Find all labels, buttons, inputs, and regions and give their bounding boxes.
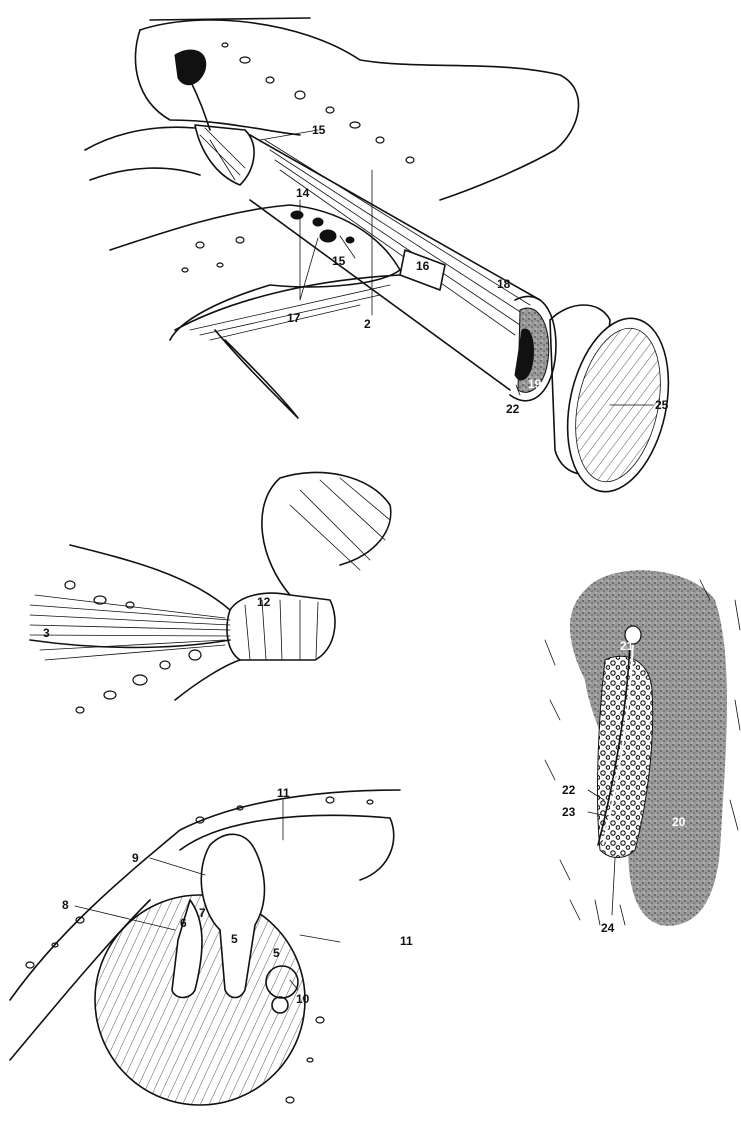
top-edge-line [150,18,310,20]
fig-b-nerve-fibres [30,595,230,660]
figure-b-canal-twist: 12 3 [30,472,391,713]
label-11-right: 11 [400,934,413,948]
label-24: 24 [601,921,615,935]
label-8: 8 [62,898,69,912]
membrane-striations [200,128,245,180]
styloid-spike [215,330,298,418]
auricle-upper-edge [85,127,195,150]
label-14: 14 [296,186,310,200]
label-7: 7 [199,906,206,920]
label-5-right: 5 [273,946,280,960]
label-9: 9 [132,851,139,865]
bone-porosity-top [222,43,414,163]
label-22-right: 22 [562,783,576,797]
label-16: 16 [416,259,430,273]
fig-b-lower-bone-edge [175,660,240,700]
leader-9 [150,858,205,875]
label-15-mid: 15 [332,254,346,268]
temporal-bone-outline [140,20,579,200]
label-11-top: 11 [277,786,290,800]
figure-a-ear-canal-cross-section: 15 14 15 16 18 17 2 22 25 19 [85,18,683,501]
fig-b-bulb-hatch [290,478,390,570]
label-15-top: 15 [312,123,326,137]
label-5-left: 5 [231,932,238,946]
leader-24 [612,858,615,915]
label-18: 18 [497,277,511,291]
label-22-top: 22 [506,402,520,416]
label-10: 10 [296,992,310,1006]
figure-c-tympanic-cavity: 11 9 8 7 6 5 5 11 10 [10,786,413,1105]
label-17: 17 [287,311,301,325]
label-3: 3 [43,626,50,640]
auricle-lower-edge [90,168,200,180]
lower-bone-block [110,205,400,340]
leader-11-right [300,935,340,942]
ossicle-handle [190,80,210,130]
canal-fibres [265,140,530,335]
label-6: 6 [180,916,187,930]
label-19: 19 [528,377,542,391]
fig-b-bulb-outline [262,472,391,595]
label-23: 23 [562,805,576,819]
figure-d-gland-section: 21 22 23 20 24 [545,570,740,935]
label-21: 21 [620,639,634,653]
label-20: 20 [672,815,686,829]
label-2: 2 [364,317,371,331]
tympanic-cavity-outline [135,30,300,135]
fig-b-canal-rings [245,600,318,660]
leader-15-top [260,130,318,140]
tympanic-membrane [195,125,254,185]
label-25: 25 [655,398,669,412]
fig-c-stapes-head [272,997,288,1013]
label-12: 12 [257,595,271,609]
